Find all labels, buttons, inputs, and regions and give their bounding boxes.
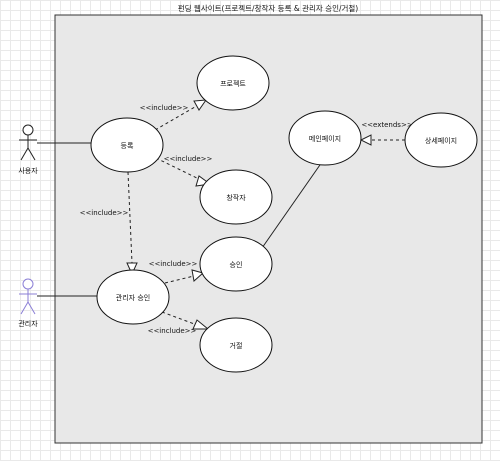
usecase-main-page-label: 메인페이지 bbox=[309, 134, 341, 143]
usecase-creator[interactable] bbox=[199, 169, 273, 225]
usecase-admin-approval[interactable] bbox=[96, 269, 170, 325]
include-register-creator bbox=[155, 157, 204, 182]
label-include-reject: <<include>> bbox=[148, 327, 197, 335]
label-include-creator: <<include>> bbox=[164, 155, 213, 163]
label-include-admin: <<include>> bbox=[80, 209, 129, 217]
usecase-main-page[interactable] bbox=[288, 110, 362, 166]
arrowhead-reject bbox=[192, 319, 210, 330]
label-extends-detail: <<extends>> bbox=[361, 121, 413, 129]
usecase-approve[interactable] bbox=[199, 236, 273, 292]
label-include-project: <<include>> bbox=[140, 104, 189, 112]
label-include-approve: <<include>> bbox=[149, 260, 198, 268]
arrowhead-mainpage bbox=[359, 134, 372, 146]
usecase-register[interactable] bbox=[90, 117, 164, 173]
include-admin-reject bbox=[161, 311, 198, 326]
arrowhead-admin-approval bbox=[126, 262, 138, 276]
usecase-reject-label: 거절 bbox=[230, 341, 243, 350]
usecase-admin-approval-label: 관리자 승인 bbox=[116, 293, 150, 302]
usecase-register-label: 등록 bbox=[121, 142, 134, 150]
arrowhead-project bbox=[193, 99, 208, 111]
include-register-project bbox=[149, 103, 201, 134]
actor-admin-label: 관리자 bbox=[18, 319, 38, 328]
actor-admin bbox=[19, 278, 37, 315]
arrowhead-approve bbox=[191, 269, 205, 282]
association-approve-mainpage bbox=[261, 161, 323, 249]
actor-user bbox=[19, 124, 37, 161]
usecase-detail-page[interactable] bbox=[404, 112, 478, 168]
usecase-detail-page-label: 상세페이지 bbox=[425, 136, 457, 145]
usecase-creator-label: 창작자 bbox=[226, 193, 246, 202]
usecase-approve-label: 승인 bbox=[230, 260, 243, 269]
usecase-project[interactable] bbox=[196, 55, 270, 111]
actor-user-label: 사용자 bbox=[18, 166, 38, 175]
usecase-project-label: 프로젝트 bbox=[220, 79, 246, 88]
include-admin-approve bbox=[164, 275, 195, 284]
system-title: 펀딩 웹사이트(프로젝트/창작자 등록 & 관리자 승인/거절) bbox=[178, 3, 359, 13]
usecase-reject[interactable] bbox=[199, 317, 273, 373]
